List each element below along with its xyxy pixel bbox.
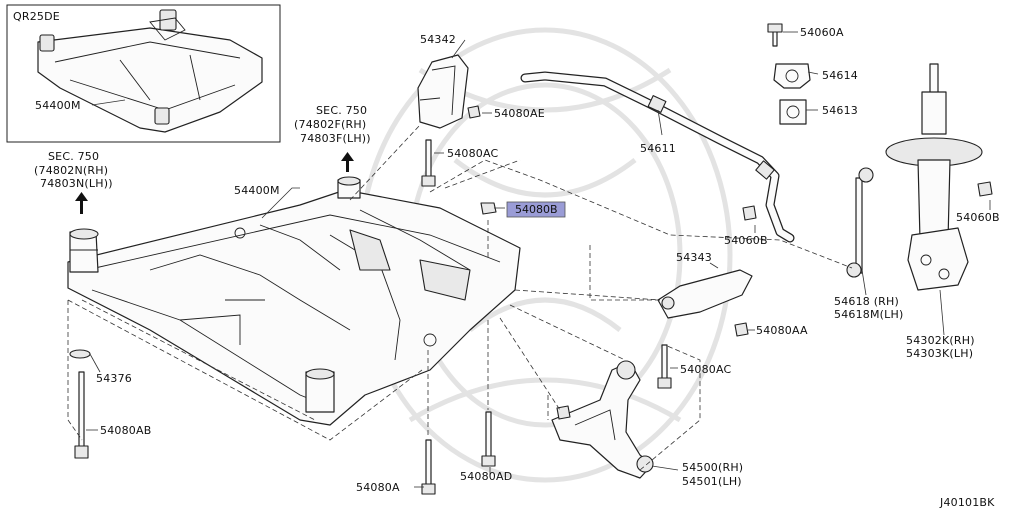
bolt-54080AD[interactable] bbox=[481, 411, 496, 467]
bolt-54060A[interactable] bbox=[767, 23, 783, 47]
label-54080AB: 54080AB bbox=[100, 424, 151, 437]
arrow-up-center-icon bbox=[341, 152, 354, 172]
sec-left-lh-label: 74803N(LH)) bbox=[40, 177, 113, 190]
bolt-54080AC-bottom[interactable] bbox=[657, 344, 672, 389]
nut-54060B-right[interactable] bbox=[977, 181, 993, 197]
stabilizer-clamp[interactable] bbox=[773, 63, 811, 89]
label-54613: 54613 bbox=[822, 104, 858, 117]
bracket-54342[interactable] bbox=[417, 54, 469, 129]
label-54400M: 54400M bbox=[234, 184, 280, 197]
label-54080AA: 54080AA bbox=[756, 324, 808, 337]
front-crossmember[interactable] bbox=[67, 189, 521, 426]
sec-center-label: SEC. 750 bbox=[316, 104, 367, 117]
rear-mount-bushing[interactable] bbox=[305, 368, 335, 413]
label-54618-lh: 54618M(LH) bbox=[834, 308, 903, 321]
left-mount-bushing[interactable] bbox=[69, 228, 99, 273]
lower-control-arm[interactable] bbox=[551, 360, 654, 479]
watermark-emblem bbox=[357, 27, 733, 483]
leader-lines bbox=[86, 31, 991, 488]
label-54500-lh: 54501(LH) bbox=[682, 475, 742, 488]
label-54618-rh: 54618 (RH) bbox=[834, 295, 899, 308]
inset-part-label: 54400M bbox=[35, 99, 81, 112]
sec-left-rh-label: (74802N(RH) bbox=[34, 164, 108, 177]
highlight-box-54080B bbox=[506, 201, 566, 218]
label-54611: 54611 bbox=[640, 142, 676, 155]
inset-frame: QR25DE 54400M bbox=[6, 4, 281, 143]
inset-engine-label: QR25DE bbox=[13, 10, 60, 23]
bolt-54080AC-top[interactable] bbox=[421, 139, 436, 187]
label-54080AC-top: 54080AC bbox=[447, 147, 499, 160]
label-54080AC-bottom: 54080AC bbox=[680, 363, 732, 376]
label-54060A: 54060A bbox=[800, 26, 844, 39]
sec-left-label: SEC. 750 bbox=[48, 150, 99, 163]
label-54614: 54614 bbox=[822, 69, 858, 82]
label-54080B-highlighted: 54080B bbox=[515, 203, 558, 216]
washer-54376[interactable] bbox=[69, 349, 91, 359]
label-54060B-mid: 54060B bbox=[724, 234, 768, 247]
nut-54080AA[interactable] bbox=[734, 322, 749, 337]
label-54500-rh: 54500(RH) bbox=[682, 461, 743, 474]
bolt-54080A[interactable] bbox=[421, 439, 436, 495]
label-54342: 54342 bbox=[420, 33, 456, 46]
label-54080AE: 54080AE bbox=[494, 107, 545, 120]
label-54343: 54343 bbox=[676, 251, 712, 264]
nut-54080B[interactable] bbox=[480, 202, 497, 215]
arrow-up-left-icon bbox=[75, 192, 88, 214]
link-arm-54343[interactable] bbox=[657, 269, 753, 319]
label-54080AD: 54080AD bbox=[460, 470, 512, 483]
stabilizer-bushing[interactable] bbox=[779, 99, 807, 125]
label-54060B-right: 54060B bbox=[956, 211, 1000, 224]
nut-lower-arm[interactable] bbox=[556, 405, 571, 420]
nut-54060B-mid[interactable] bbox=[742, 205, 757, 221]
assembly-dashed-lines bbox=[67, 124, 853, 471]
strut-assembly[interactable] bbox=[885, 63, 983, 291]
sec-center-lh-label: 74803F(LH)) bbox=[300, 132, 371, 145]
stabilizer-bar[interactable] bbox=[520, 71, 795, 243]
label-54080A: 54080A bbox=[356, 481, 400, 494]
nut-54080AE[interactable] bbox=[467, 105, 481, 119]
bolt-54080AB[interactable] bbox=[74, 371, 89, 459]
diagram-id-label: J40101BK bbox=[939, 496, 995, 509]
top-mount-bushing[interactable] bbox=[337, 176, 361, 199]
stabilizer-link[interactable] bbox=[846, 167, 874, 278]
label-54302-rh: 54302K(RH) bbox=[906, 334, 975, 347]
sec-center-rh-label: (74802F(RH) bbox=[294, 118, 366, 131]
label-54376: 54376 bbox=[96, 372, 132, 385]
label-54302-lh: 54303K(LH) bbox=[906, 347, 973, 360]
